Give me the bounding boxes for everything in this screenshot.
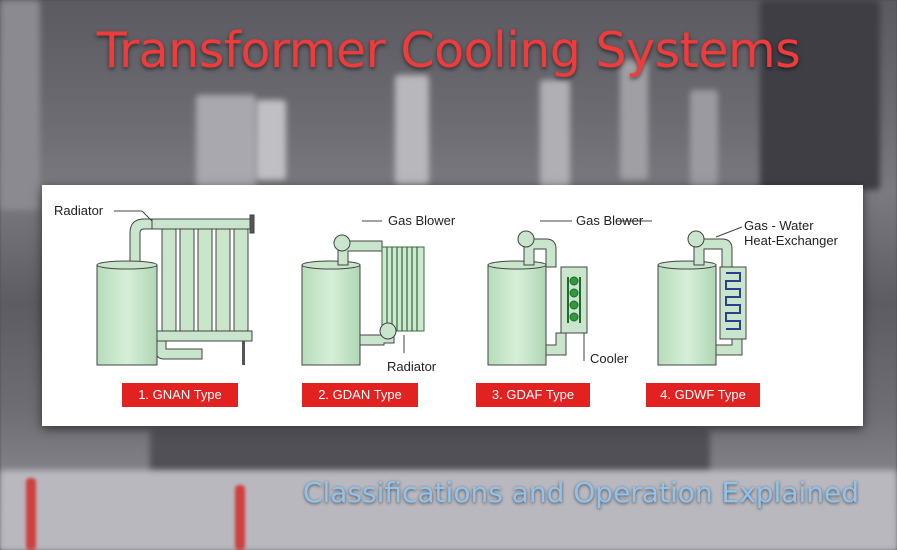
cooler-label: Cooler xyxy=(590,351,629,366)
radiator-label-2: Radiator xyxy=(387,359,437,374)
gas-blower-label-3: Gas Blower xyxy=(576,213,644,228)
heat-exchanger-label-line2: Heat-Exchanger xyxy=(744,233,839,248)
page-subtitle: Classifications and Operation Explained xyxy=(302,476,859,509)
gas-blower-label-2: Gas Blower xyxy=(388,213,456,228)
gdaf-diagram xyxy=(487,220,652,366)
cooling-types-diagram: Radiator Gas Blower Radiat xyxy=(42,185,863,426)
radiator-label-1: Radiator xyxy=(54,203,104,218)
gdan-diagram xyxy=(301,220,425,366)
type-badge-gdwf: 4. GDWF Type xyxy=(646,383,760,407)
type-badge-gnan: 1. GNAN Type xyxy=(122,383,238,407)
diagram-drawing: Radiator Gas Blower Radiat xyxy=(54,203,839,374)
type-badge-gdan: 2. GDAN Type xyxy=(302,383,418,407)
gnan-diagram xyxy=(96,210,255,366)
type-badge-gdaf: 3. GDAF Type xyxy=(476,383,590,407)
gdwf-diagram xyxy=(657,226,747,366)
page-title: Transformer Cooling Systems xyxy=(96,22,801,79)
heat-exchanger-label-line1: Gas - Water xyxy=(744,218,814,233)
